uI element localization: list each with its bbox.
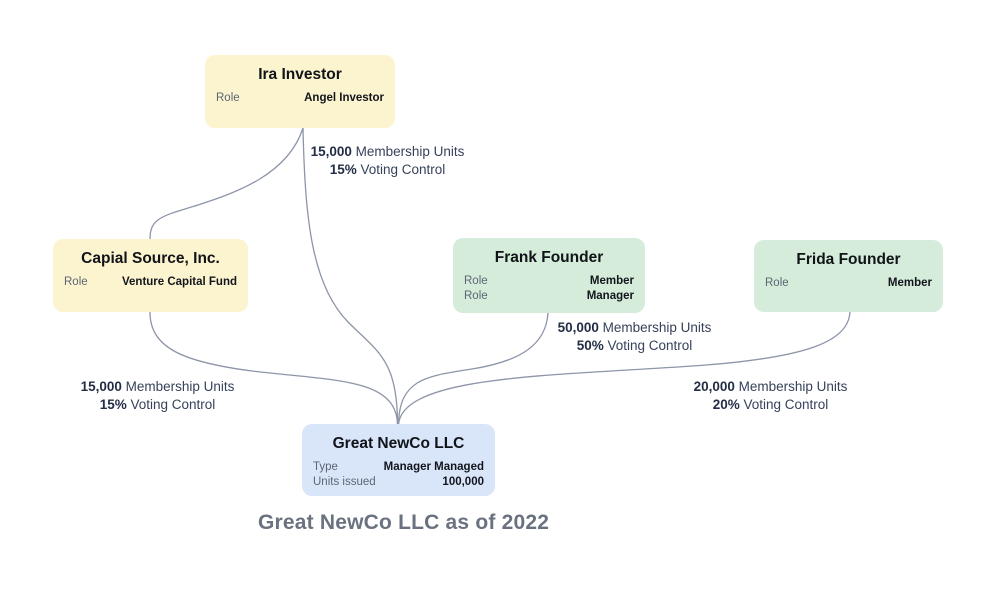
edge-control: 15% Voting Control [99, 397, 216, 412]
node-row: Units issued 100,000 [313, 475, 484, 490]
node-great-newco-llc[interactable]: Great NewCo LLC Type Manager Managed Uni… [302, 424, 495, 496]
row-value: Angel Investor [304, 92, 384, 104]
node-title: Ira Investor [258, 66, 342, 83]
row-label: Type [313, 461, 338, 473]
edge-control: 15% Voting Control [329, 162, 446, 177]
row-label: Units issued [313, 475, 376, 488]
edge-control: 50% Voting Control [576, 338, 693, 353]
node-row: Role Angel Investor [216, 91, 384, 106]
row-value: Manager Managed [383, 461, 484, 473]
row-label: Role [464, 275, 488, 287]
edge-ira-to-newco [302, 127, 399, 425]
node-frank-founder[interactable]: Frank Founder Role Member Role Manager [453, 238, 645, 313]
edge-units: 20,000 Membership Units [693, 379, 848, 394]
row-label: Role [464, 289, 488, 302]
edge-ira-to-capial [149, 127, 304, 240]
row-label: Role [765, 277, 789, 289]
node-frida-founder[interactable]: Frida Founder Role Member [754, 240, 943, 312]
row-value: 100,000 [442, 475, 484, 488]
edge-frank-to-newco [397, 312, 549, 425]
edge-label-frank-newco: 50,000 Membership Units 50% Voting Contr… [547, 319, 722, 355]
node-row: Role Member [464, 274, 634, 289]
edge-frida-to-newco [397, 311, 851, 425]
node-title: Frank Founder [494, 249, 604, 266]
edge-capial-to-newco [149, 311, 399, 425]
row-label: Role [64, 276, 88, 288]
edge-label-capial-newco: 15,000 Membership Units 15% Voting Contr… [70, 378, 245, 414]
row-label: Role [216, 92, 240, 104]
node-row: Role Venture Capital Fund [64, 275, 237, 290]
node-ira-investor[interactable]: Ira Investor Role Angel Investor [205, 55, 395, 128]
node-title: Capial Source, Inc. [81, 250, 220, 267]
node-title: Great NewCo LLC [332, 435, 465, 452]
edge-units: 15,000 Membership Units [80, 379, 235, 394]
row-value: Manager [586, 289, 634, 302]
edge-label-ira-newco: 15,000 Membership Units 15% Voting Contr… [300, 143, 475, 179]
node-row: Type Manager Managed [313, 460, 484, 475]
row-value: Member [887, 277, 932, 289]
node-row: Role Member [765, 276, 932, 291]
node-title: Frida Founder [796, 251, 901, 268]
edge-label-frida-newco: 20,000 Membership Units 20% Voting Contr… [683, 378, 858, 414]
edge-units: 15,000 Membership Units [310, 144, 465, 159]
row-value: Member [589, 275, 634, 287]
diagram-caption: Great NewCo LLC as of 2022 [258, 511, 550, 534]
row-value: Venture Capital Fund [121, 276, 237, 288]
edge-units: 50,000 Membership Units [557, 320, 712, 335]
node-row: Role Manager [464, 289, 634, 304]
node-capial-source[interactable]: Capial Source, Inc. Role Venture Capital… [53, 239, 248, 312]
edge-control: 20% Voting Control [712, 397, 829, 412]
